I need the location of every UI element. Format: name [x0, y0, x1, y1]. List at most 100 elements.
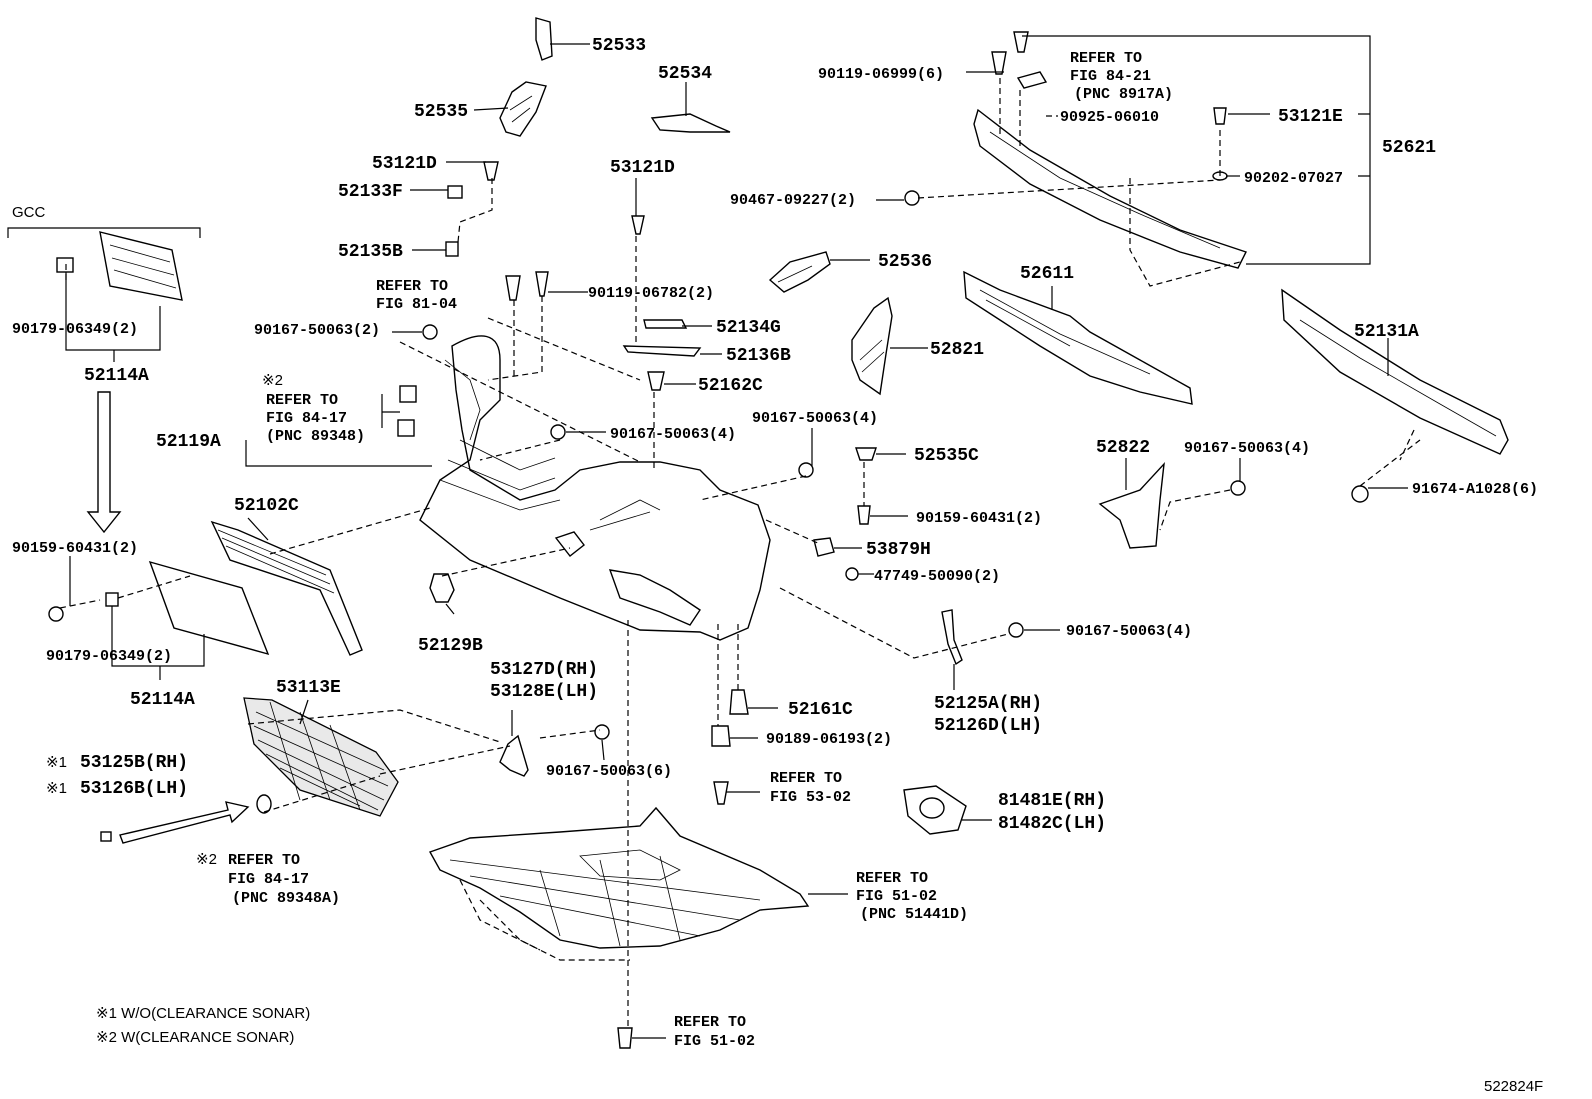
clip-52161C[interactable] — [729, 689, 749, 715]
tow-hook-cap-part[interactable] — [429, 573, 455, 603]
mark-2-top: ※2 — [262, 372, 283, 389]
screw-90167-50063-4c[interactable] — [1230, 480, 1246, 496]
label-90925-06010: 90925-06010 — [1060, 109, 1159, 126]
ref-fig51-02-bottom-line1: REFER TO — [674, 1014, 746, 1031]
screw-90167-50063-4d[interactable] — [1008, 622, 1024, 638]
label-90119-06999: 90119-06999(6) — [818, 66, 944, 83]
sonar-retainer-52119A[interactable] — [397, 385, 417, 437]
clip-53121D-a[interactable] — [483, 161, 499, 181]
bracket-52125A-part[interactable] — [941, 609, 963, 666]
clip-53121D-b[interactable] — [631, 215, 645, 235]
bolt-fig53-02[interactable] — [713, 781, 729, 805]
nut-90189-06193[interactable] — [711, 725, 731, 747]
mark-2-bottom: ※2 — [196, 851, 217, 868]
leader-lines — [59, 35, 1421, 1039]
screw-47749-50090[interactable] — [845, 567, 859, 581]
ref-fig81-04-line2: FIG 81-04 — [376, 296, 457, 313]
label-53879H: 53879H — [866, 540, 931, 560]
clip-53121E[interactable] — [1213, 107, 1227, 125]
license-plate-part[interactable] — [48, 520, 363, 656]
side-bracket-52535[interactable] — [499, 81, 547, 137]
fog-cover-81481E-part[interactable] — [903, 785, 967, 835]
bracket-52822-part[interactable] — [1098, 461, 1165, 549]
label-90189-06193: 90189-06193(2) — [766, 731, 892, 748]
side-bracket-52533[interactable] — [535, 17, 553, 61]
label-52161C: 52161C — [788, 700, 853, 720]
screw-90167-50063-2[interactable] — [422, 324, 438, 340]
screw-90167-50063-6[interactable] — [594, 724, 610, 740]
ref-fig53-02-line1: REFER TO — [770, 770, 842, 787]
label-90159-60431-right: 90159-60431(2) — [916, 510, 1042, 527]
clip-90119-06782-b[interactable] — [535, 271, 549, 297]
label-91674-A1028: 91674-A1028(6) — [1412, 481, 1538, 498]
label-52534: 52534 — [658, 64, 712, 84]
mark-1-a: ※1 — [46, 754, 67, 771]
license-bracket-top-part[interactable] — [56, 231, 183, 301]
clip-90119-06782-a[interactable] — [505, 275, 521, 301]
reinforcement-52131A-part[interactable] — [1281, 288, 1509, 455]
ref-fig51-02-line2: FIG 51-02 — [856, 888, 937, 905]
ref-fig84-17-line2: FIG 84-17 — [266, 410, 347, 427]
engine-undercover-part[interactable] — [428, 806, 810, 949]
label-53113E: 53113E — [276, 678, 341, 698]
retainer-52534[interactable] — [650, 113, 731, 133]
retainer-52536[interactable] — [768, 251, 831, 293]
bolt-90119-06999[interactable] — [991, 51, 1007, 75]
ref-fig81-04-line1: REFER TO — [376, 278, 448, 295]
bolt-fig51-02-bottom[interactable] — [617, 1027, 633, 1049]
cover-53127D-part[interactable] — [499, 734, 529, 777]
label-52535: 52535 — [414, 102, 468, 122]
section-gcc: GCC — [12, 204, 46, 221]
screw-90167-50063-4b[interactable] — [798, 462, 814, 478]
label-52129B: 52129B — [418, 636, 483, 656]
label-52119A: 52119A — [156, 432, 221, 452]
screw-90167-50063-4a[interactable] — [550, 424, 566, 440]
nut-53879H[interactable] — [813, 537, 835, 557]
lower-grille-part[interactable] — [243, 697, 399, 817]
clip-52535C[interactable] — [855, 447, 877, 461]
bracket-52821-part[interactable] — [851, 296, 893, 396]
bolt-90159-60431-right[interactable] — [857, 505, 871, 525]
label-53121E: 53121E — [1278, 107, 1343, 127]
label-53128E: 53128E(LH) — [490, 682, 598, 702]
label-90167-50063-6: 90167-50063(6) — [546, 763, 672, 780]
bracket-8917A[interactable] — [1016, 71, 1048, 89]
bolt-top[interactable] — [1013, 31, 1029, 53]
ref-fig51-02-line3: (PNC 51441D) — [860, 906, 968, 923]
clip-52162C[interactable] — [647, 371, 665, 391]
label-52134G: 52134G — [716, 318, 781, 338]
label-52162C: 52162C — [698, 376, 763, 396]
label-53127D: 53127D(RH) — [490, 660, 598, 680]
label-81481E: 81481E(RH) — [998, 791, 1106, 811]
label-52136B: 52136B — [726, 346, 791, 366]
label-52114A-bot: 52114A — [130, 690, 195, 710]
ref-fig53-02-line2: FIG 53-02 — [770, 789, 851, 806]
bumper-cover-part[interactable] — [419, 335, 771, 641]
label-52133F: 52133F — [338, 182, 403, 202]
label-52102C: 52102C — [234, 496, 299, 516]
sonar-retainer-part[interactable] — [256, 794, 272, 814]
bolt-90467-09227[interactable] — [904, 190, 920, 206]
label-90167-50063-4b: 90167-50063(4) — [752, 410, 878, 427]
label-90167-50063-4c: 90167-50063(4) — [1184, 440, 1310, 457]
clip-52133F[interactable] — [447, 185, 463, 199]
absorber-52611-part[interactable] — [963, 270, 1193, 405]
mark-1-b: ※1 — [46, 780, 67, 797]
label-90202-07027: 90202-07027 — [1244, 170, 1343, 187]
label-52125A: 52125A(RH) — [934, 694, 1042, 714]
note-1: ※1 W/O(CLEARANCE SONAR) — [96, 1005, 310, 1022]
label-52126D: 52126D(LH) — [934, 716, 1042, 736]
seal-52134G[interactable] — [643, 319, 688, 329]
ref-fig84-21-line2: FIG 84-21 — [1070, 68, 1151, 85]
label-52135B: 52135B — [338, 242, 403, 262]
reinforcement-52621-part[interactable] — [973, 108, 1247, 269]
seal-52136B[interactable] — [622, 345, 702, 357]
clip-52135B[interactable] — [445, 241, 459, 257]
label-52611: 52611 — [1020, 264, 1074, 284]
ref-fig84-17-line1: REFER TO — [266, 392, 338, 409]
bolt-91674-A1028[interactable] — [1351, 485, 1369, 503]
clip-53125B[interactable] — [100, 831, 112, 842]
ref-fig84-21-line1: REFER TO — [1070, 50, 1142, 67]
